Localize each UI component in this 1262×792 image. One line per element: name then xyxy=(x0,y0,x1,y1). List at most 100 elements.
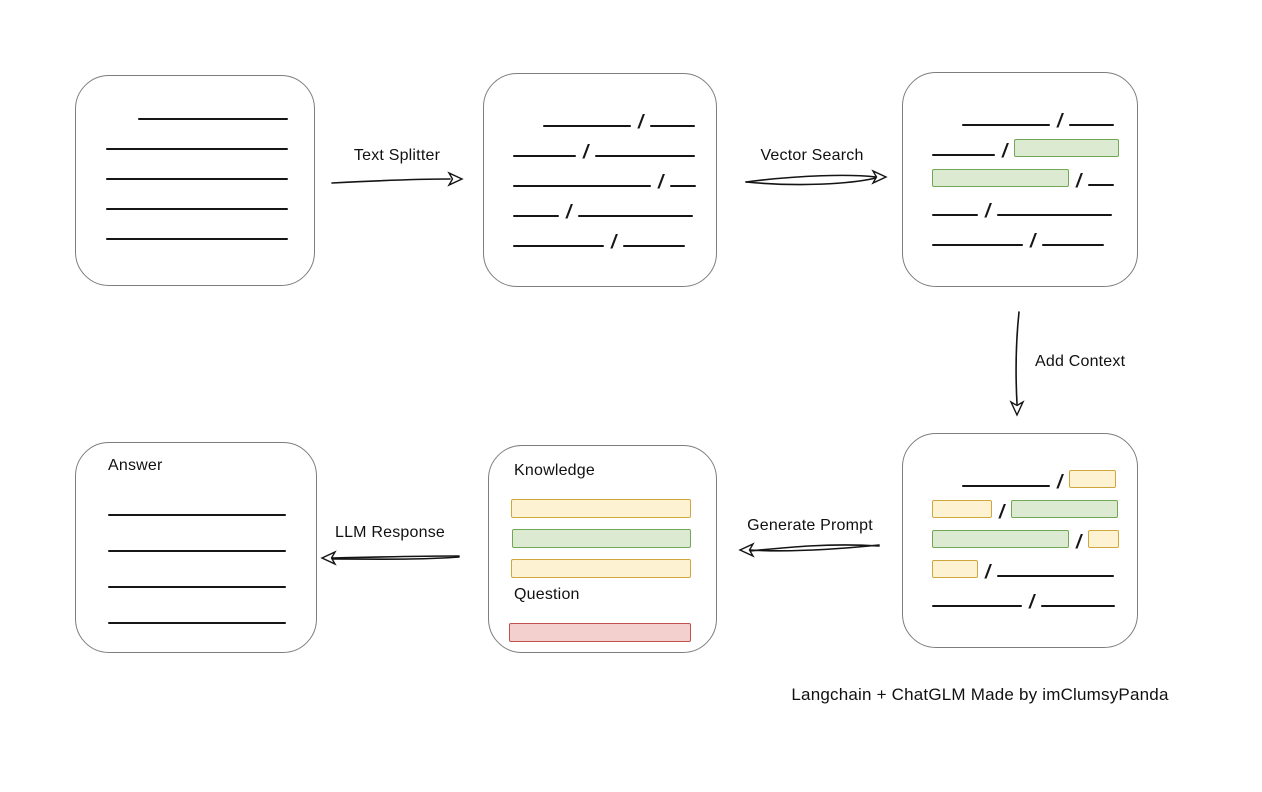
text-line xyxy=(108,622,286,624)
text-row xyxy=(108,553,316,589)
generate-prompt-label: Generate Prompt xyxy=(747,517,873,534)
text-row: / xyxy=(513,188,716,222)
text-row xyxy=(108,589,316,625)
text-row xyxy=(106,181,314,211)
add-context-arrow xyxy=(1009,311,1025,417)
text-line xyxy=(932,154,995,156)
text-line xyxy=(106,148,288,150)
highlight-chip-green xyxy=(1011,500,1119,518)
answer-box: Answer xyxy=(75,442,317,653)
text-line xyxy=(513,215,559,217)
box-heading: Answer xyxy=(108,457,163,474)
highlight-chip-green xyxy=(932,169,1069,187)
box-heading: Question xyxy=(514,586,580,603)
text-row: / xyxy=(932,157,1137,191)
text-row: / xyxy=(513,218,716,252)
text-row: / xyxy=(932,518,1137,552)
source-document-box xyxy=(75,75,315,286)
text-line xyxy=(513,155,576,157)
text-row: / xyxy=(932,488,1137,522)
text-line xyxy=(932,244,1023,246)
text-row: / xyxy=(932,127,1137,161)
slash-separator: / xyxy=(1002,141,1008,162)
text-row: / xyxy=(962,458,1137,492)
text-line xyxy=(138,118,288,120)
text-line xyxy=(108,586,286,588)
text-line xyxy=(513,245,604,247)
text-row: / xyxy=(932,578,1137,612)
text-row: / xyxy=(932,217,1137,251)
highlight-chip-green xyxy=(1014,139,1120,157)
slash-separator: / xyxy=(985,562,991,583)
slash-separator: / xyxy=(583,142,589,163)
text-line xyxy=(623,245,686,247)
text-row: / xyxy=(932,548,1137,582)
slash-separator: / xyxy=(611,232,617,253)
text-row: / xyxy=(513,128,716,162)
text-row: / xyxy=(962,97,1137,131)
slash-separator: / xyxy=(1076,532,1082,553)
text-row xyxy=(138,91,314,121)
text-line xyxy=(997,575,1115,577)
vector-search-arrow xyxy=(745,169,888,186)
text-row: / xyxy=(932,187,1137,221)
caption: Langchain + ChatGLM Made by imClumsyPand… xyxy=(791,685,1169,704)
highlight-chip-green xyxy=(512,529,691,548)
text-row xyxy=(106,211,314,241)
text-row: / xyxy=(513,158,716,192)
text-row xyxy=(106,151,314,181)
highlight-chip-yellow xyxy=(511,499,691,518)
text-line xyxy=(513,185,651,187)
highlight-chip-yellow xyxy=(1088,530,1120,548)
text-line xyxy=(1088,184,1115,186)
text-line xyxy=(1041,605,1116,607)
slash-separator: / xyxy=(1030,231,1036,252)
text-line xyxy=(1042,244,1105,246)
highlight-chip-yellow xyxy=(1069,470,1117,488)
slash-separator: / xyxy=(638,112,644,133)
slash-separator: / xyxy=(566,202,572,223)
text-row: / xyxy=(543,98,716,132)
vector-search-label: Vector Search xyxy=(760,147,864,164)
text-line xyxy=(108,550,286,552)
context-chunks-box: / / / / / xyxy=(902,433,1138,648)
vector-matched-chunks-box: / / / / / xyxy=(902,72,1138,287)
highlight-chip-green xyxy=(932,530,1069,548)
text-splitter-arrow xyxy=(331,171,464,187)
text-line xyxy=(595,155,696,157)
slash-separator: / xyxy=(985,201,991,222)
text-line xyxy=(106,178,288,180)
text-line xyxy=(670,185,697,187)
text-splitter-label: Text Splitter xyxy=(353,147,441,164)
slash-separator: / xyxy=(999,502,1005,523)
text-row xyxy=(106,121,314,151)
text-line xyxy=(106,208,288,210)
llm-response-arrow xyxy=(320,550,460,566)
highlight-chip-yellow xyxy=(932,560,978,578)
slash-separator: / xyxy=(658,172,664,193)
highlight-chip-yellow xyxy=(932,500,992,518)
text-line xyxy=(106,238,288,240)
text-line xyxy=(108,514,286,516)
llm-response-label: LLM Response xyxy=(334,524,446,541)
text-line xyxy=(932,214,978,216)
highlight-chip-red xyxy=(509,623,691,642)
slash-separator: / xyxy=(1029,592,1035,613)
text-row xyxy=(511,488,716,518)
text-line xyxy=(932,605,1022,607)
text-line xyxy=(578,215,694,217)
add-context-label: Add Context xyxy=(1035,353,1126,370)
highlight-chip-yellow xyxy=(511,559,691,578)
text-row xyxy=(511,548,716,578)
box-heading: Knowledge xyxy=(514,462,595,479)
text-line xyxy=(1069,124,1115,126)
text-row xyxy=(108,481,316,517)
text-line xyxy=(997,214,1113,216)
text-line xyxy=(543,125,631,127)
text-row xyxy=(108,517,316,553)
slash-separator: / xyxy=(1076,171,1082,192)
text-line xyxy=(650,125,696,127)
text-row xyxy=(512,518,716,548)
